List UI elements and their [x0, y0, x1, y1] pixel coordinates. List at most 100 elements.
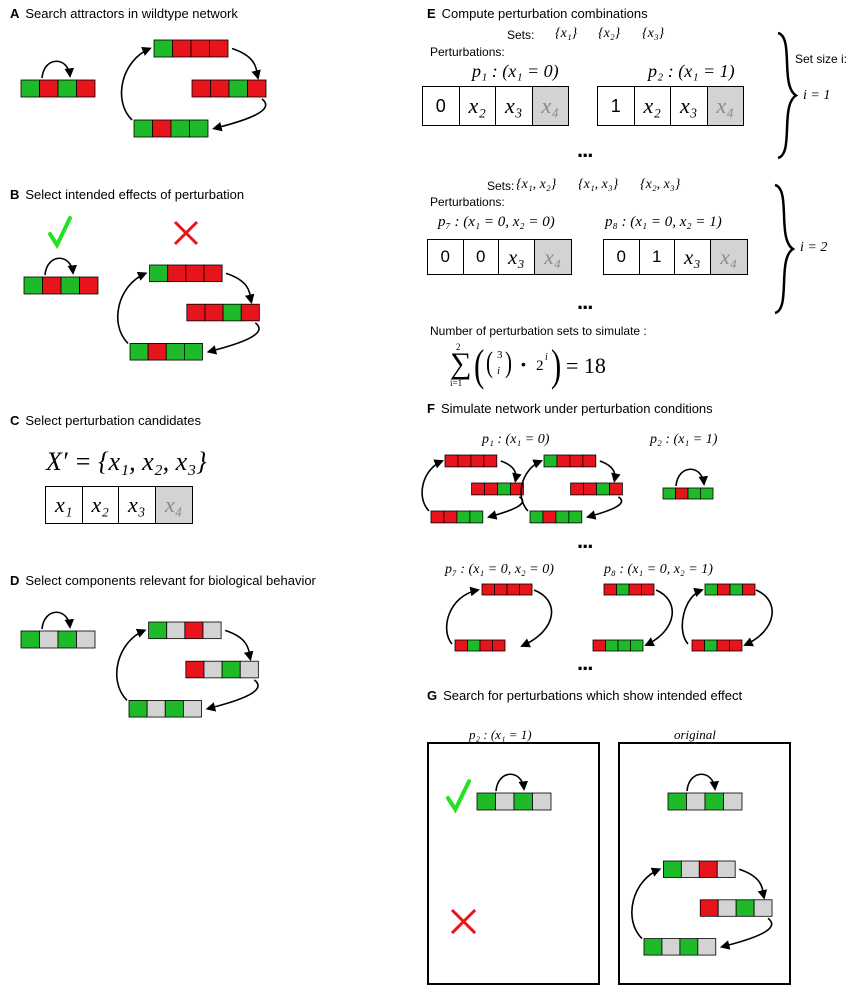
brace — [774, 183, 796, 315]
state-node — [191, 79, 211, 98]
state-node — [76, 630, 96, 649]
state-node — [240, 303, 260, 322]
state-node — [716, 639, 730, 652]
vector-cell: x₃ — [496, 87, 533, 125]
set-item: {x₁, x₂} — [516, 177, 557, 192]
state-node — [57, 79, 77, 98]
state-node — [717, 583, 731, 596]
state-node — [202, 621, 222, 640]
state-node — [190, 39, 210, 58]
transition-arrow — [644, 589, 673, 647]
state-node — [492, 639, 506, 652]
set-item: {x₃} — [642, 26, 665, 41]
count-label: Number of perturbation sets to simulate … — [430, 324, 647, 338]
state-node — [470, 454, 485, 468]
perturbation-label-p2: p₂ : (x₁ = 1) — [648, 61, 735, 81]
state-node — [542, 510, 557, 524]
sim-label-p1: p₁ : (x₁ = 0) — [482, 432, 550, 447]
sum-lower-limit: i=1 — [450, 378, 463, 388]
vector-cell: x₂ — [83, 487, 119, 523]
state-node — [20, 79, 40, 98]
state-node — [543, 454, 558, 468]
state-node — [209, 39, 229, 58]
state-node — [247, 79, 267, 98]
state-node — [582, 454, 597, 468]
result-label-original: original — [674, 727, 716, 742]
state-node — [20, 630, 40, 649]
state-node — [675, 487, 689, 500]
state-node — [23, 276, 43, 295]
state-node — [165, 342, 185, 361]
state-node — [609, 482, 623, 496]
ellipsis: ... — [577, 137, 593, 162]
state-node — [147, 342, 167, 361]
ellipsis: ... — [577, 289, 593, 314]
result-label-perturbed: p₂ : (x₁ = 1) — [469, 727, 532, 742]
state-node — [164, 700, 184, 718]
state-node — [152, 119, 172, 138]
vector-cell: x₃ — [119, 487, 156, 523]
state-node — [704, 583, 718, 596]
sets-label: Sets: — [507, 28, 535, 42]
sim-label-p8: p₈ : (x₁ = 0, x₂ = 1) — [604, 562, 713, 577]
transition-arrow — [116, 628, 147, 701]
state-node — [60, 276, 80, 295]
state-node — [133, 119, 153, 138]
state-node — [467, 639, 481, 652]
transition-arrow — [421, 459, 444, 512]
vector-cell: 1 — [598, 87, 635, 125]
vector-cell-excluded: x₄ — [532, 87, 568, 125]
sets-label: Sets: — [487, 179, 515, 193]
binom-paren-open: ( — [486, 346, 493, 379]
vector-cell: x₂ — [460, 87, 496, 125]
state-node — [182, 700, 202, 718]
vector-cell-excluded: x₄ — [534, 240, 571, 274]
state-node — [221, 660, 241, 679]
transition-arrow — [212, 98, 267, 132]
transition-arrow — [486, 496, 524, 520]
state-node — [687, 487, 701, 500]
vector-cell: 0 — [604, 240, 640, 274]
transition-arrow — [206, 322, 260, 355]
vector-cell-excluded: x₄ — [710, 240, 747, 274]
sum-upper-limit: 2 — [456, 342, 461, 352]
state-node — [184, 621, 204, 640]
state-node — [630, 639, 644, 652]
cross-mark-icon — [173, 220, 199, 246]
candidate-vector: x₁ x₂ x₃ x₄ — [45, 486, 193, 524]
perturbation-vector-p7: 0 0 x₃ x₄ — [427, 239, 572, 275]
state-node — [456, 510, 471, 524]
state-node — [641, 583, 655, 596]
transition-arrow — [117, 271, 148, 344]
vector-cell: x₂ — [635, 87, 671, 125]
state-node — [204, 303, 224, 322]
state-node — [153, 39, 173, 58]
count-result: = 18 — [566, 353, 606, 378]
vector-cell: 0 — [428, 240, 464, 274]
state-node — [471, 482, 485, 496]
state-node — [76, 79, 96, 98]
transition-arrow — [585, 496, 623, 520]
state-node — [510, 482, 524, 496]
perturbation-label-p7: p₇ : (x₁ = 0, x₂ = 0) — [438, 214, 555, 230]
vector-cell: 1 — [640, 240, 675, 274]
power-exponent: i — [545, 352, 548, 363]
state-node — [691, 639, 705, 652]
state-node — [457, 454, 472, 468]
state-node — [569, 454, 584, 468]
perturbations-label: Perturbations: — [430, 195, 505, 209]
perturbations-label: Perturbations: — [430, 45, 505, 59]
state-node — [603, 583, 617, 596]
set-size-value-1: i = 1 — [803, 88, 831, 103]
perturbation-label-p8: p₈ : (x₁ = 0, x₂ = 1) — [605, 214, 722, 230]
state-node — [203, 660, 223, 679]
state-node — [183, 342, 203, 361]
state-node — [443, 510, 458, 524]
state-node — [568, 510, 583, 524]
set-size-label: Set size i: — [795, 52, 848, 66]
check-mark-icon — [48, 216, 72, 250]
state-node — [79, 276, 99, 295]
